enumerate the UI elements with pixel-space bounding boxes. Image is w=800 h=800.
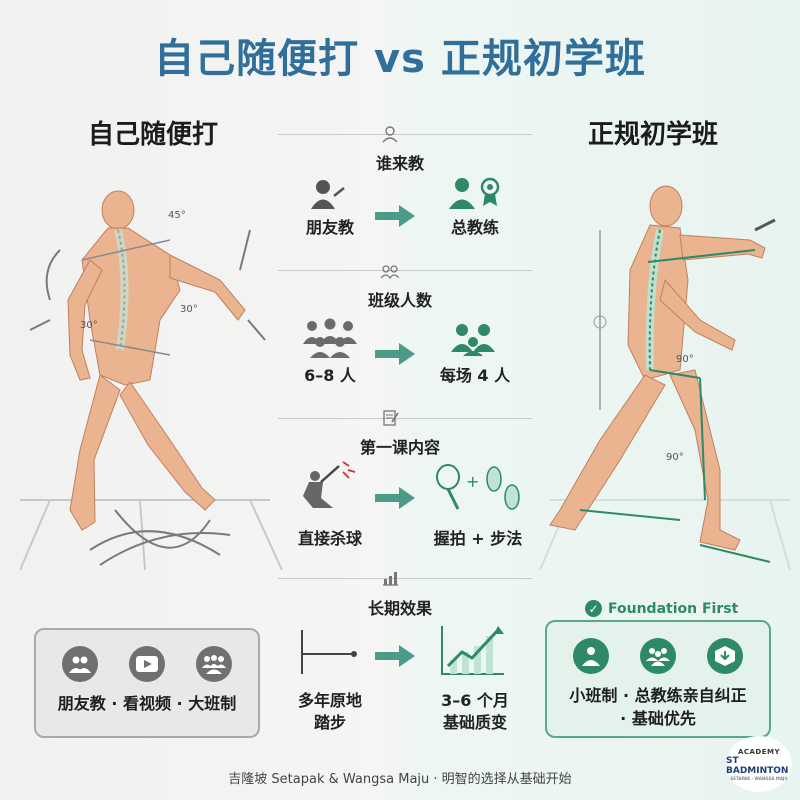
left-value-who-teaches: 朋友教 — [305, 218, 354, 237]
rising-chart-icon — [441, 626, 504, 675]
right-value-who-teaches: 总教练 — [450, 218, 499, 237]
crowd-icon — [303, 318, 357, 358]
section-title-who-teaches: 谁来教 — [375, 154, 424, 173]
svg-text:+: + — [466, 472, 479, 491]
arrow-right-icon — [375, 205, 415, 227]
grip-footwork-icon: + — [436, 464, 520, 510]
people-icon — [61, 646, 98, 682]
academy-logo: ACADEMY ST BADMINTON SETAPAK · WANGSA MA… — [726, 736, 792, 792]
left-value-class-size: 6–8 人 — [304, 366, 356, 385]
left-card-text: 朋友教 · 看视频 · 大班制 — [57, 694, 237, 713]
angle-label-45: 45° — [168, 210, 186, 221]
foundation-box-icon — [707, 638, 744, 674]
section-title-first-lesson: 第一课内容 — [359, 438, 440, 457]
flat-line-chart-icon — [301, 630, 357, 674]
section-title-long-term: 长期效果 — [367, 599, 432, 618]
left-figure-illustration: 45° 30° 30° — [20, 190, 283, 571]
crowd-icon — [196, 646, 233, 682]
angle-label-90-knee: 90° — [666, 452, 684, 463]
arrow-right-icon — [375, 343, 415, 365]
left-value-long-term: 多年原地 踏步 — [297, 691, 362, 732]
arrow-right-icon — [375, 645, 415, 667]
right-heading: 正规初学班 — [588, 120, 719, 150]
head-coach-icon — [449, 177, 500, 209]
smash-player-icon — [303, 461, 356, 508]
small-group-icon — [451, 324, 495, 356]
right-value-long-term: 3–6 个月 基础质变 — [441, 691, 509, 732]
section-title-class-size: 班级人数 — [367, 291, 432, 310]
group-icon — [381, 265, 399, 280]
divider — [278, 270, 532, 271]
right-value-first-lesson: 握拍 + 步法 — [433, 529, 523, 548]
divider — [278, 418, 532, 419]
notepad-icon — [383, 410, 399, 426]
right-figure-illustration: 90° 90° — [539, 185, 791, 571]
growth-chart-icon — [383, 572, 398, 586]
angle-label-30-left: 30° — [80, 320, 98, 331]
right-summary-card: 小班制 · 总教练亲自纠正 · 基础优先 — [545, 620, 771, 738]
left-heading: 自己随便打 — [88, 120, 219, 150]
page-title: 自己随便打 vs 正规初学班 — [154, 36, 646, 82]
divider — [278, 578, 532, 579]
check-icon: ✓ — [585, 600, 602, 617]
right-card-text: 小班制 · 总教练亲自纠正 · 基础优先 — [569, 686, 747, 728]
angle-label-30-right: 30° — [180, 304, 198, 315]
video-play-icon — [128, 646, 165, 682]
footer-text: 吉隆坡 Setapak & Wangsa Maju · 明智的选择从基础开始 — [228, 772, 572, 787]
friend-icon — [311, 180, 345, 209]
right-value-class-size: 每场 4 人 — [439, 366, 511, 385]
coach-icon — [382, 126, 398, 143]
angle-label-90-hip: 90° — [676, 354, 694, 365]
left-summary-card: 朋友教 · 看视频 · 大班制 — [34, 628, 260, 738]
coach-icon — [572, 638, 609, 674]
divider — [278, 134, 532, 135]
small-group-icon — [639, 638, 676, 674]
arrow-right-icon — [375, 487, 415, 509]
foundation-first-badge: ✓ Foundation First — [585, 600, 738, 617]
left-value-first-lesson: 直接杀球 — [297, 529, 362, 548]
